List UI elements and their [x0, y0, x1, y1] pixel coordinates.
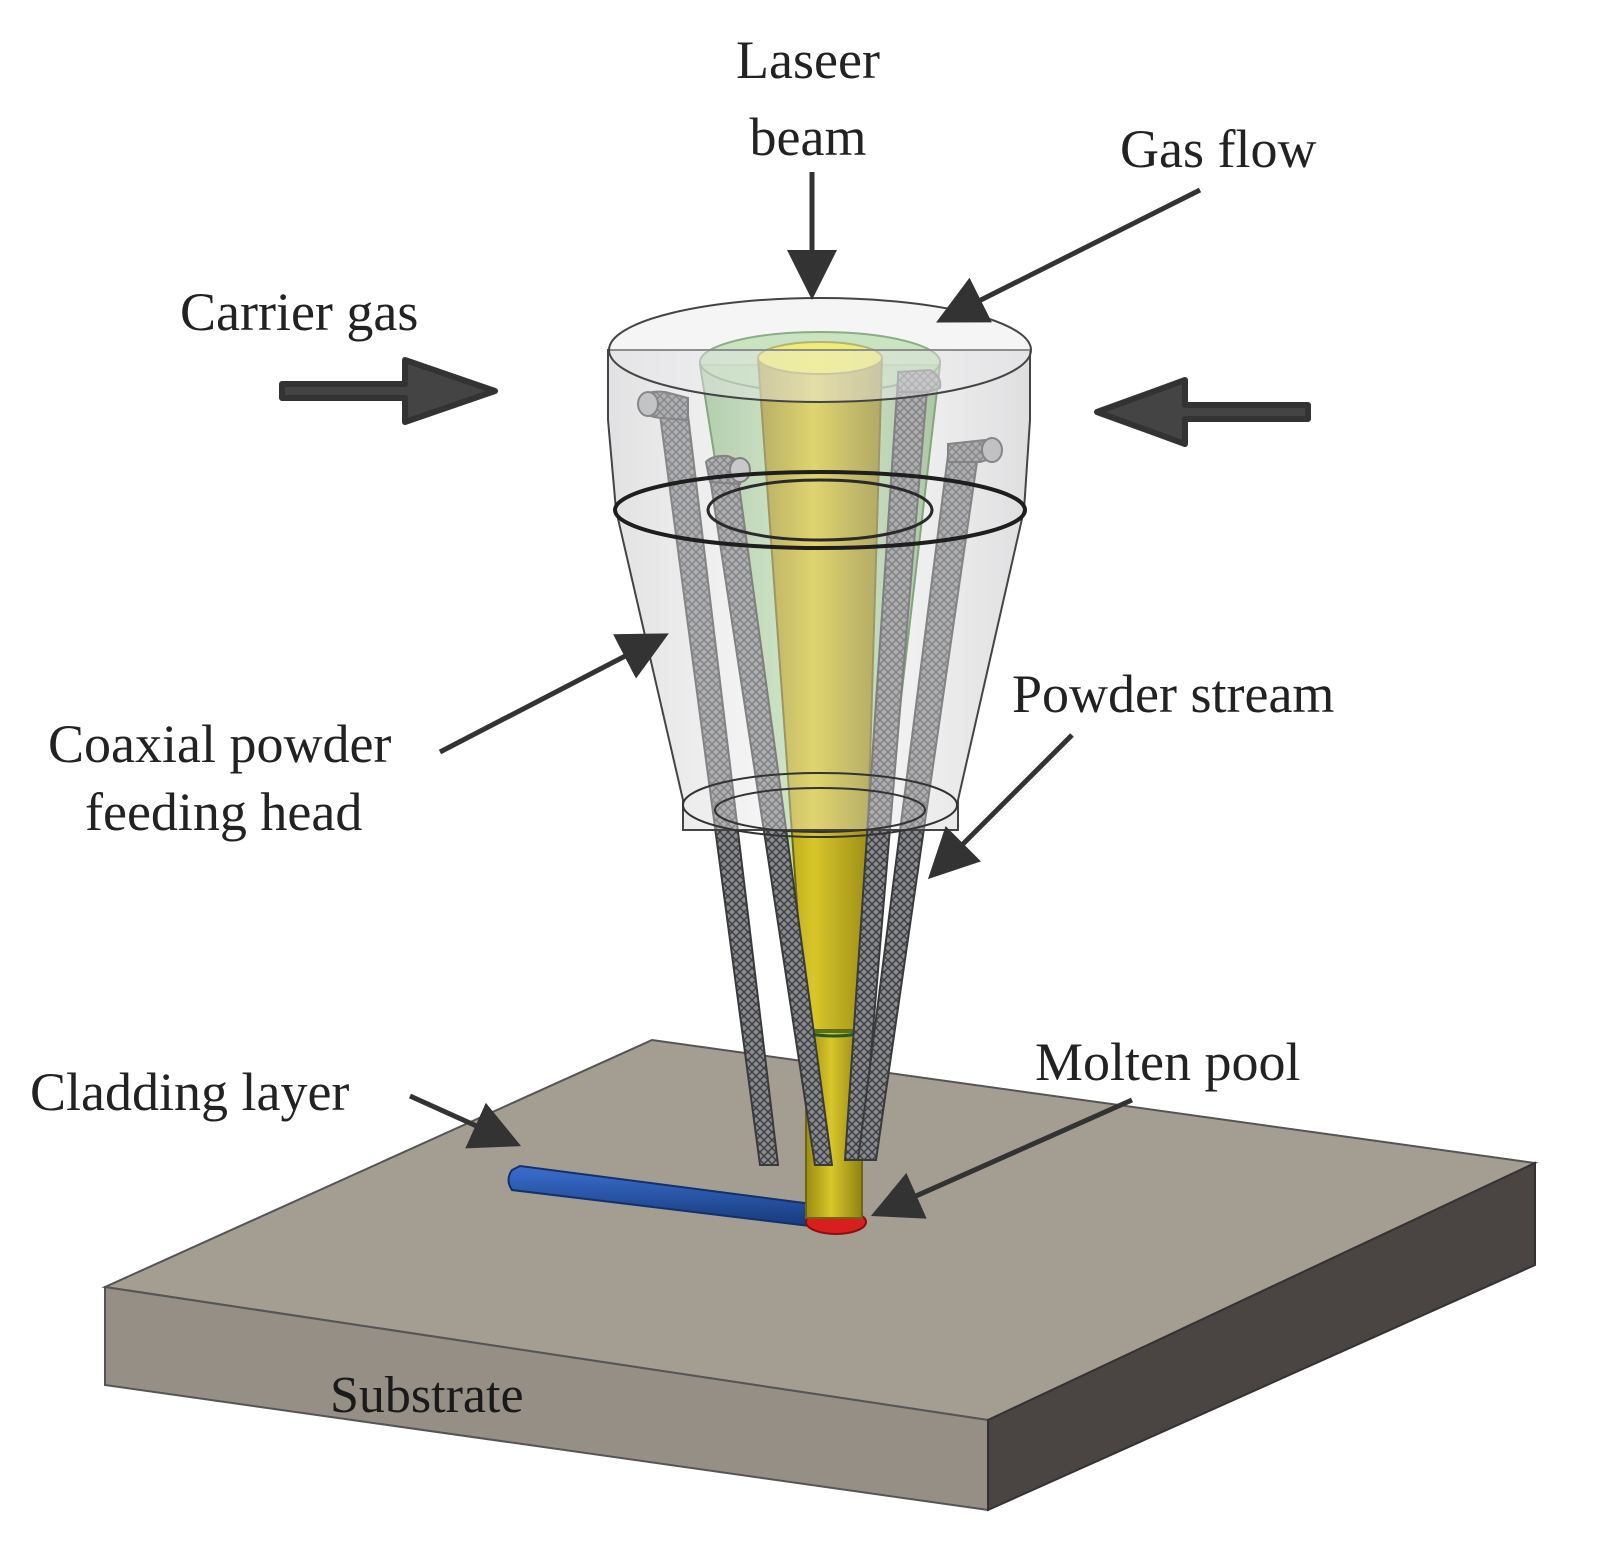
- powder-feeding-head-shell: [607, 297, 1032, 838]
- head-ring-upper: [613, 470, 1027, 550]
- label-carrier-gas: Carrier gas: [180, 282, 418, 342]
- powder-stream-arrow: [927, 733, 1074, 880]
- label-molten-pool: Molten pool: [1035, 1032, 1301, 1092]
- carrier-gas-arrows: [279, 357, 1311, 447]
- substrate-side-face: [987, 1161, 1536, 1512]
- head-bottom-inner: [714, 787, 926, 833]
- head-ring-inner: [706, 478, 934, 542]
- gas-flow-arrow: [936, 187, 1202, 323]
- label-gas-flow: Gas flow: [1120, 119, 1316, 179]
- label-laser-line1: Laseer: [736, 30, 880, 90]
- labels: Laseer beam Gas flow Carrier gas Powder …: [30, 30, 1334, 1424]
- head-bottom-ellipse: [682, 772, 958, 838]
- cladding-layer-arrow: [408, 1093, 522, 1149]
- coaxial-head-arrow: [438, 633, 669, 755]
- leader-arrows: [408, 172, 1202, 1219]
- label-laser-line2: beam: [750, 107, 867, 167]
- label-head-line1: Coaxial powder: [48, 714, 391, 774]
- label-cladding-layer: Cladding layer: [30, 1062, 349, 1122]
- label-powder-stream: Powder stream: [1012, 664, 1334, 724]
- molten-pool-arrow: [870, 1097, 1134, 1219]
- carrier-gas-arrow-right: [1094, 377, 1311, 447]
- label-head-line2: feeding head: [85, 782, 362, 842]
- carrier-gas-arrow-left: [279, 357, 498, 425]
- label-substrate: Substrate: [330, 1367, 524, 1424]
- head-top-ellipse: [608, 297, 1032, 403]
